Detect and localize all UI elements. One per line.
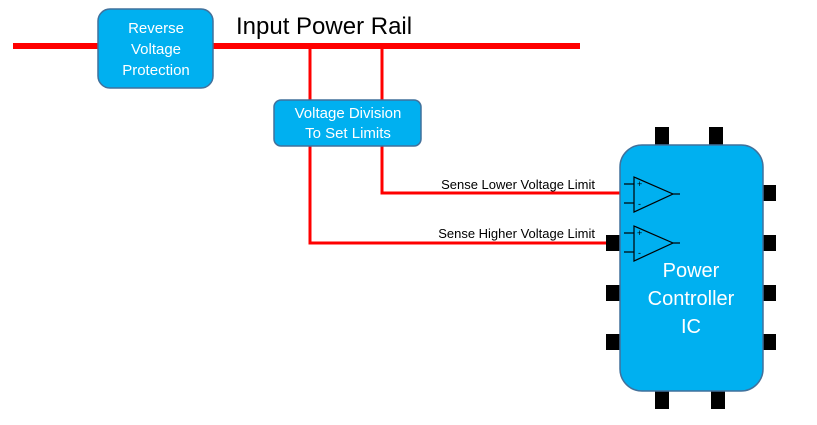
ic-label-line-2: Controller	[648, 288, 735, 310]
reverse-box-line-3: Protection	[122, 62, 190, 79]
comparator-lower: + -	[624, 176, 680, 213]
comparator-higher-minus: -	[638, 248, 641, 258]
ic-pin-bottom-2	[711, 389, 725, 409]
ic-pin-bottom-1	[655, 389, 669, 409]
comparator-lower-minus: -	[638, 199, 641, 209]
reverse-box-line-2: Voltage	[131, 41, 181, 58]
ic-label-line-3: IC	[681, 316, 701, 338]
power-controller-ic-body	[619, 144, 764, 392]
sense-lower-label: Sense Lower Voltage Limit	[441, 177, 595, 192]
sense-higher-wire	[308, 146, 634, 245]
divider-box-line-1: Voltage Division	[295, 105, 402, 122]
comparator-higher: + -	[624, 225, 680, 262]
rail-title: Input Power Rail	[236, 13, 412, 40]
reverse-voltage-protection-block: Reverse Voltage Protection	[97, 8, 214, 89]
comparator-higher-plus: +	[637, 228, 642, 238]
reverse-box-line-1: Reverse	[128, 20, 184, 37]
ic-label-line-1: Power	[663, 260, 720, 282]
divider-box-line-2: To Set Limits	[305, 125, 391, 142]
ic-pin-top-2	[709, 127, 723, 147]
sense-lower-wire	[380, 146, 634, 195]
ic-pin-top-1	[655, 127, 669, 147]
voltage-division-block: Voltage Division To Set Limits	[273, 99, 422, 147]
sense-higher-label: Sense Higher Voltage Limit	[438, 226, 595, 241]
comparator-lower-plus: +	[637, 179, 642, 189]
